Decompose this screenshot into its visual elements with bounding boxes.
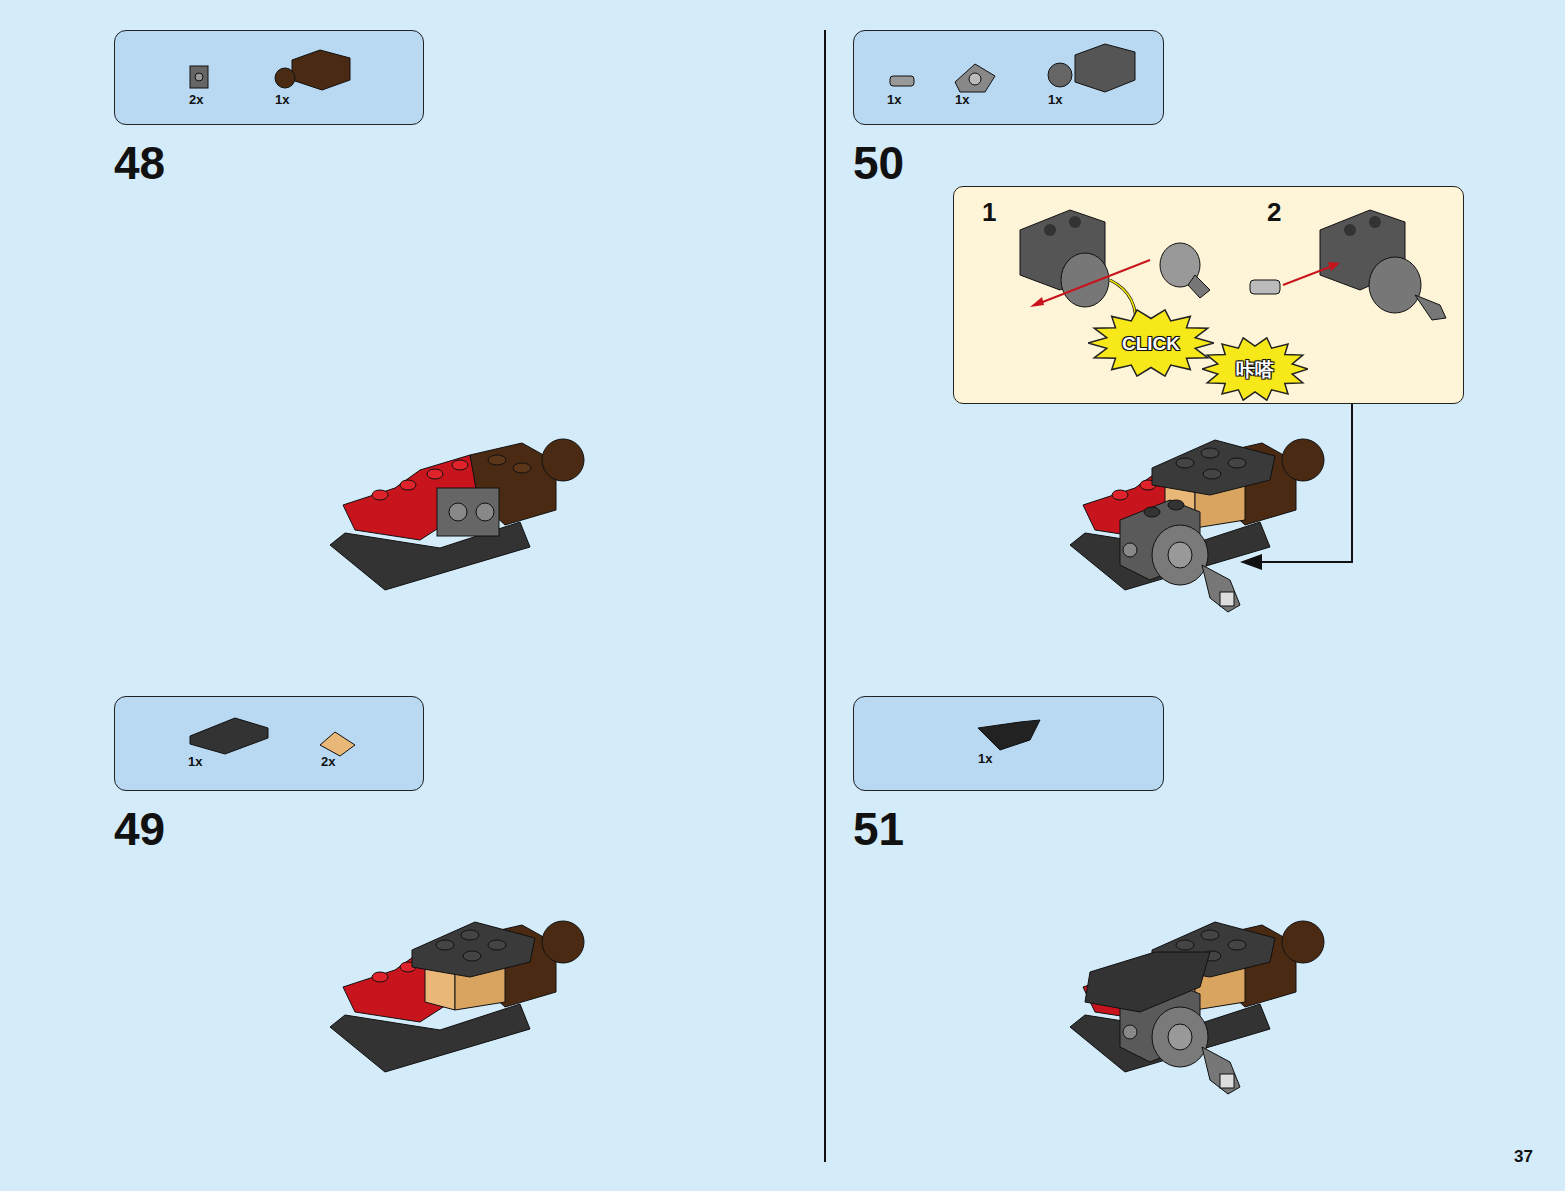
burst-shape <box>1088 310 1214 376</box>
model-48 <box>330 439 584 590</box>
parts-box: 1x 1x 1x <box>853 30 1164 125</box>
part-quantity: 2x <box>321 755 335 768</box>
substep-art <box>1035 260 1150 305</box>
box-fills <box>114 30 424 125</box>
substep-art <box>1020 210 1446 330</box>
step-number: 50 <box>853 140 904 186</box>
substep-art <box>1328 262 1340 271</box>
substep-art <box>1283 265 1335 285</box>
part-quantity: 1x <box>978 752 992 765</box>
substep-art <box>1415 295 1446 320</box>
leader-arrow <box>1240 404 1352 570</box>
model-49 <box>330 921 584 1072</box>
model-51 <box>1085 952 1210 1012</box>
box-fills <box>853 696 1164 791</box>
part-quantity: 1x <box>955 93 969 106</box>
part-icons <box>955 64 995 92</box>
part-quantity: 1x <box>188 755 202 768</box>
parts-box: 1x 2x <box>114 696 424 791</box>
part-icons <box>292 50 350 90</box>
part-icons <box>320 732 355 756</box>
part-icons <box>190 66 208 88</box>
part-icons <box>890 76 914 86</box>
divider <box>824 30 826 1162</box>
substep-number: 1 <box>982 199 996 225</box>
box-fills <box>114 696 424 791</box>
sound-effect: 咔嗒 <box>1236 360 1274 379</box>
model-51 <box>1070 921 1324 1094</box>
box-fills <box>114 30 1464 791</box>
sound-effect: CLICK <box>1122 334 1180 353</box>
burst-shape <box>1202 338 1308 400</box>
part-icons <box>195 73 203 81</box>
step-number: 49 <box>114 806 165 852</box>
part-icons <box>1075 44 1135 92</box>
part-quantity: 1x <box>1048 93 1062 106</box>
part-quantity: 1x <box>887 93 901 106</box>
model-50 <box>1070 439 1324 612</box>
parts-box: 1x <box>853 696 1164 791</box>
substep-art <box>1369 216 1381 228</box>
step-number: 48 <box>114 140 165 186</box>
part-icons <box>190 44 1135 756</box>
parts-box: 2x 1x <box>114 30 424 125</box>
model-49 <box>330 921 584 1072</box>
part-icons <box>1048 63 1072 87</box>
model-48 <box>330 439 584 590</box>
substep-art <box>1369 257 1421 313</box>
part-quantity: 2x <box>189 93 203 106</box>
model-48 <box>449 503 467 521</box>
substep-art <box>1061 253 1109 307</box>
model-50 <box>1120 500 1240 612</box>
substep-number: 2 <box>1267 199 1281 225</box>
substep-art <box>1030 297 1044 307</box>
model-49 <box>412 922 535 1010</box>
part-quantity: 1x <box>275 93 289 106</box>
part-icons <box>969 73 981 85</box>
part-icons <box>978 720 1040 750</box>
substep-art <box>1250 280 1280 294</box>
model-48 <box>437 488 499 536</box>
leader-arrow <box>1255 404 1352 562</box>
substep-art <box>1344 224 1356 236</box>
leader-arrow <box>1240 554 1262 570</box>
box-fills <box>853 30 1164 125</box>
substep-art <box>1044 224 1056 236</box>
box-fills <box>953 186 1464 404</box>
step-number: 51 <box>853 806 904 852</box>
click-burst: 咔嗒 <box>1202 337 1308 401</box>
part-icons <box>275 68 295 88</box>
model-48 <box>476 503 494 521</box>
click-burst: CLICK <box>1088 309 1214 377</box>
page-number: 37 <box>1514 1148 1533 1165</box>
part-icons <box>190 718 268 754</box>
substep-panel: 1 2CLICK 咔嗒 <box>953 186 1464 404</box>
substep-art <box>1069 216 1081 228</box>
substep-art <box>1188 275 1210 298</box>
